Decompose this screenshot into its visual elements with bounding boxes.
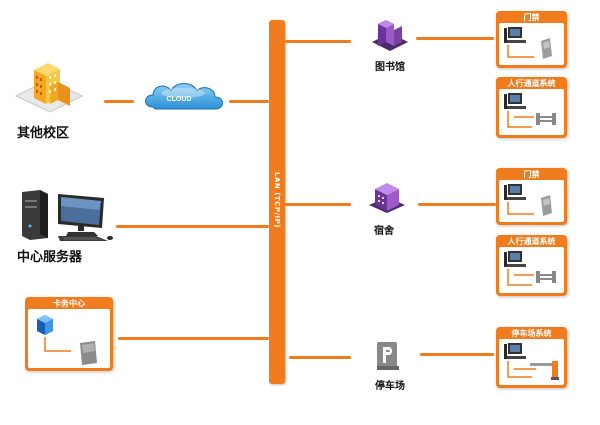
library-pedestrian-panel: 人行通道系统 — [496, 77, 567, 138]
dormitory-pedestrian-title: 人行通道系统 — [507, 237, 556, 246]
connector-lan-dormitory — [285, 203, 351, 206]
turnstile-icon — [504, 251, 556, 286]
access-control-devices — [504, 184, 552, 216]
central-server-label: 中心服务器 — [17, 250, 83, 265]
parking-label: 停车场 — [375, 381, 405, 392]
lan-label: LAN (TCP/IP) — [273, 172, 281, 228]
server-computer-icon — [22, 190, 113, 241]
dormitory-building-icon — [369, 183, 405, 213]
barrier-gate-icon — [504, 343, 559, 380]
parking-sign-icon — [377, 342, 399, 370]
building-icon — [14, 63, 84, 113]
dormitory-label: 宿舍 — [374, 226, 394, 237]
connector-cloud-lan — [229, 100, 269, 103]
parking-system-title: 停车场系统 — [511, 329, 552, 338]
library-access-control-title: 门禁 — [523, 13, 540, 22]
connector-cardcenter-lan — [118, 337, 269, 340]
connector-lan-library — [285, 40, 351, 43]
library-access-control-panel: 门禁 — [496, 11, 567, 68]
turnstile-icon — [504, 93, 556, 128]
cloud-icon: CLOUD — [145, 83, 223, 110]
dormitory-access-control-title: 门禁 — [523, 170, 540, 179]
library-label: 图书馆 — [375, 62, 405, 73]
connector-lan-parking — [289, 356, 351, 359]
connector-campus-cloud — [104, 100, 134, 103]
card-center-title: 卡务中心 — [53, 299, 85, 308]
access-control-devices — [504, 27, 552, 59]
library-pedestrian-title: 人行通道系统 — [507, 79, 556, 88]
connector-server-lan — [116, 225, 269, 228]
card-center-panel: 卡务中心 — [25, 297, 113, 371]
dormitory-access-control-panel: 门禁 — [496, 168, 567, 225]
parking-system-panel: 停车场系统 — [496, 327, 567, 388]
card-center-devices — [37, 315, 97, 365]
cloud-label: CLOUD — [167, 96, 192, 103]
connector-library-systems — [416, 37, 494, 40]
connector-parking-system — [420, 353, 494, 356]
other-campus-label: 其他校区 — [17, 126, 70, 141]
connector-dormitory-systems — [418, 203, 496, 206]
lan-backbone — [269, 20, 285, 384]
library-building-icon — [372, 20, 408, 51]
dormitory-pedestrian-panel: 人行通道系统 — [496, 235, 567, 296]
